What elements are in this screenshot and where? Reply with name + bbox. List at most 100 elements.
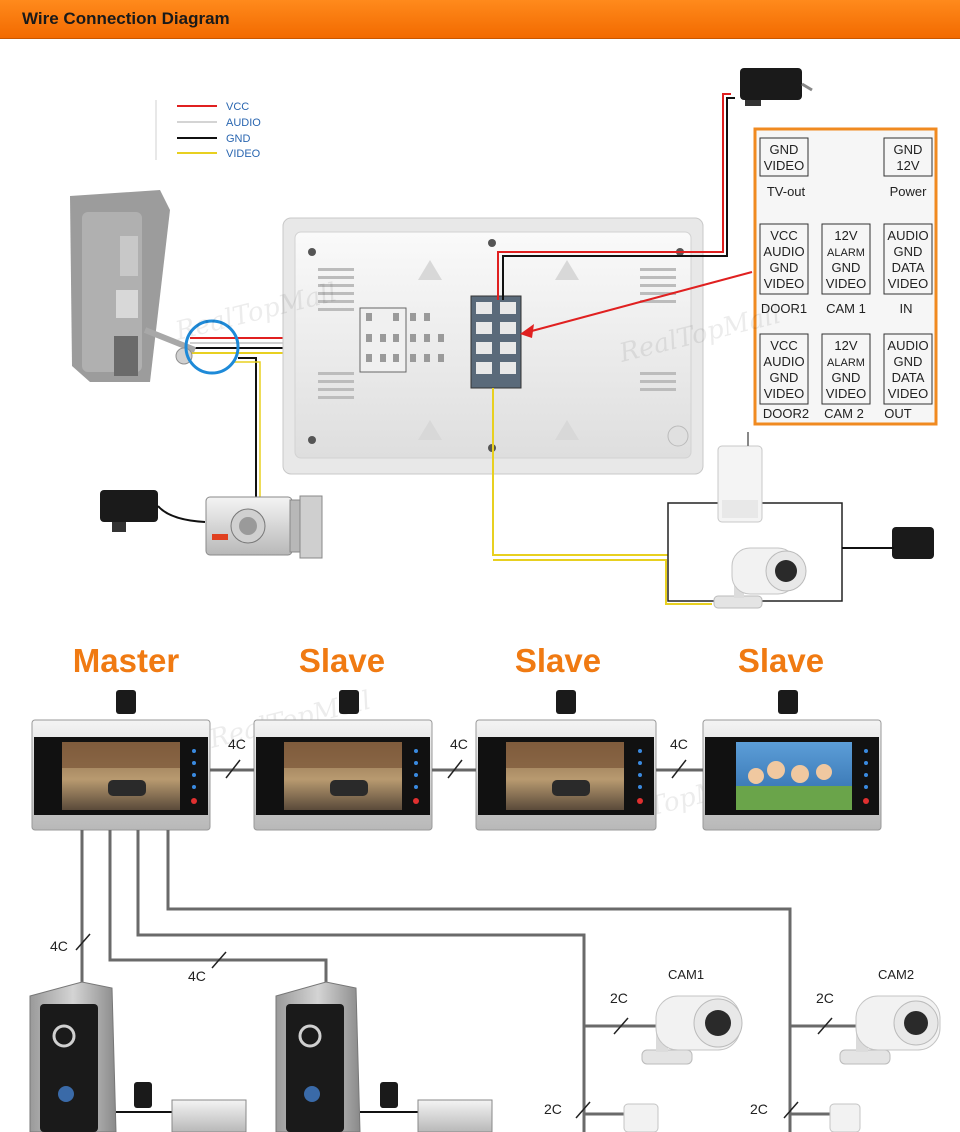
door2-line-1: VCC bbox=[770, 338, 797, 353]
cam2-line-4: VIDEO bbox=[826, 386, 866, 401]
door2-caption: DOOR2 bbox=[763, 406, 809, 421]
tv-out-line-1: GND bbox=[770, 142, 799, 157]
cam2-line-1: 12V bbox=[834, 338, 857, 353]
terminal-panel-frame bbox=[753, 127, 938, 426]
pir-sensors-bottom bbox=[623, 1103, 861, 1132]
terminal-cam1: 12V ALARM GND VIDEO CAM 1 bbox=[821, 223, 871, 316]
role-label-slave-3: Slave bbox=[738, 642, 824, 679]
door-adapters-bottom bbox=[116, 1082, 493, 1132]
page-title: Wire Connection Diagram bbox=[22, 9, 230, 28]
cam1-line-1: 12V bbox=[834, 228, 857, 243]
connector-zoom-ring bbox=[184, 319, 240, 375]
monitor-slave-2 bbox=[475, 719, 657, 831]
legend-item-gnd: GND bbox=[177, 133, 251, 145]
monitor-slave-1 bbox=[253, 719, 433, 831]
role-label-slave-1: Slave bbox=[299, 642, 385, 679]
master-cables bbox=[80, 830, 856, 1132]
terminal-out: AUDIO GND DATA VIDEO OUT bbox=[883, 333, 933, 421]
out-line-4: VIDEO bbox=[888, 386, 928, 401]
terminal-door2: VCC AUDIO GND VIDEO DOOR2 bbox=[759, 333, 809, 421]
camera-2-label: CAM2 bbox=[878, 967, 914, 982]
pointer-arrow bbox=[520, 271, 753, 338]
cable-label-sensor1: 2C bbox=[544, 1101, 562, 1117]
door1-line-1: VCC bbox=[770, 228, 797, 243]
cable-label-cam2: 2C bbox=[816, 990, 834, 1006]
in-line-3: DATA bbox=[892, 260, 925, 275]
cable-label-cam1: 2C bbox=[610, 990, 628, 1006]
monitor-row-heading: Master Slave Slave Slave bbox=[73, 642, 824, 679]
monitor-slave-3 bbox=[702, 719, 882, 831]
monitor-power-wires bbox=[497, 93, 735, 300]
door1-line-2: AUDIO bbox=[763, 244, 804, 259]
cam1-caption: CAM 1 bbox=[826, 301, 866, 316]
cable-tick-marks bbox=[75, 933, 833, 1119]
terminal-tv-out: GND VIDEO TV-out bbox=[759, 137, 809, 199]
cam1-line-4: VIDEO bbox=[826, 276, 866, 291]
cam1-line-3: GND bbox=[832, 260, 861, 275]
cable-label-door1: 4C bbox=[50, 938, 68, 954]
cam2-line-3: GND bbox=[832, 370, 861, 385]
legend-gnd-label: GND bbox=[226, 133, 251, 145]
terminal-in: AUDIO GND DATA VIDEO IN bbox=[883, 223, 933, 316]
door1-line-4: VIDEO bbox=[764, 276, 804, 291]
door-station-2 bbox=[275, 981, 361, 1132]
legend-item-video: VIDEO bbox=[177, 148, 261, 160]
in-caption: IN bbox=[900, 301, 913, 316]
legend-item-audio: AUDIO bbox=[177, 117, 261, 129]
camera-video-wire bbox=[492, 388, 668, 556]
legend-item-vcc: VCC bbox=[177, 101, 249, 113]
link-label-2: 4C bbox=[450, 736, 468, 752]
door2-line-3: GND bbox=[770, 370, 799, 385]
tv-out-caption: TV-out bbox=[767, 184, 806, 199]
terminal-cam2: 12V ALARM GND VIDEO CAM 2 bbox=[821, 333, 871, 421]
power-line-2: 12V bbox=[896, 158, 919, 173]
wire-legend: VCC AUDIO GND VIDEO bbox=[155, 100, 261, 160]
camera-1: CAM1 bbox=[641, 967, 743, 1065]
terminal-panel: GND VIDEO TV-out GND 12V Power VCC AUDIO… bbox=[753, 127, 938, 426]
legend-vcc-label: VCC bbox=[226, 101, 249, 113]
role-label-master: Master bbox=[73, 642, 180, 679]
out-caption: OUT bbox=[884, 406, 912, 421]
camera-power-adapter bbox=[878, 527, 934, 559]
terminal-door1: VCC AUDIO GND VIDEO DOOR1 bbox=[759, 223, 809, 316]
cam2-line-2: ALARM bbox=[827, 357, 865, 369]
out-line-2: GND bbox=[894, 354, 923, 369]
terminal-power: GND 12V Power bbox=[883, 137, 933, 199]
cable-label-sensor2: 2C bbox=[750, 1101, 768, 1117]
electric-lock bbox=[205, 495, 323, 559]
pir-sensor bbox=[717, 432, 763, 523]
monitor-links: 4C 4C 4C bbox=[210, 736, 703, 779]
camera-1-label: CAM1 bbox=[668, 967, 704, 982]
cam2-caption: CAM 2 bbox=[824, 406, 864, 421]
monitor-master bbox=[31, 719, 211, 831]
in-line-4: VIDEO bbox=[888, 276, 928, 291]
door2-line-4: VIDEO bbox=[764, 386, 804, 401]
power-line-1: GND bbox=[894, 142, 923, 157]
role-label-slave-2: Slave bbox=[515, 642, 601, 679]
power-adapter-icon bbox=[740, 68, 813, 106]
door2-line-2: AUDIO bbox=[763, 354, 804, 369]
header-bar: Wire Connection Diagram bbox=[0, 0, 960, 39]
door1-caption: DOOR1 bbox=[761, 301, 807, 316]
cam1-line-2: ALARM bbox=[827, 247, 865, 259]
bullet-camera-top bbox=[713, 547, 807, 609]
power-caption: Power bbox=[890, 184, 928, 199]
camera-circuit bbox=[493, 502, 878, 605]
tv-out-line-2: VIDEO bbox=[764, 158, 804, 173]
monitor-back-panel bbox=[282, 217, 704, 475]
out-line-3: DATA bbox=[892, 370, 925, 385]
out-line-1: AUDIO bbox=[887, 338, 928, 353]
door-station-1 bbox=[29, 981, 117, 1132]
lock-power-adapter bbox=[100, 490, 206, 532]
legend-video-label: VIDEO bbox=[226, 148, 261, 160]
in-line-2: GND bbox=[894, 244, 923, 259]
legend-audio-label: AUDIO bbox=[226, 117, 261, 129]
link-label-1: 4C bbox=[228, 736, 246, 752]
camera-2: CAM2 bbox=[839, 967, 941, 1065]
outdoor-door-unit bbox=[70, 190, 197, 382]
link-label-3: 4C bbox=[670, 736, 688, 752]
cable-label-door2: 4C bbox=[188, 968, 206, 984]
monitor-adapters bbox=[116, 690, 798, 714]
door1-line-3: GND bbox=[770, 260, 799, 275]
